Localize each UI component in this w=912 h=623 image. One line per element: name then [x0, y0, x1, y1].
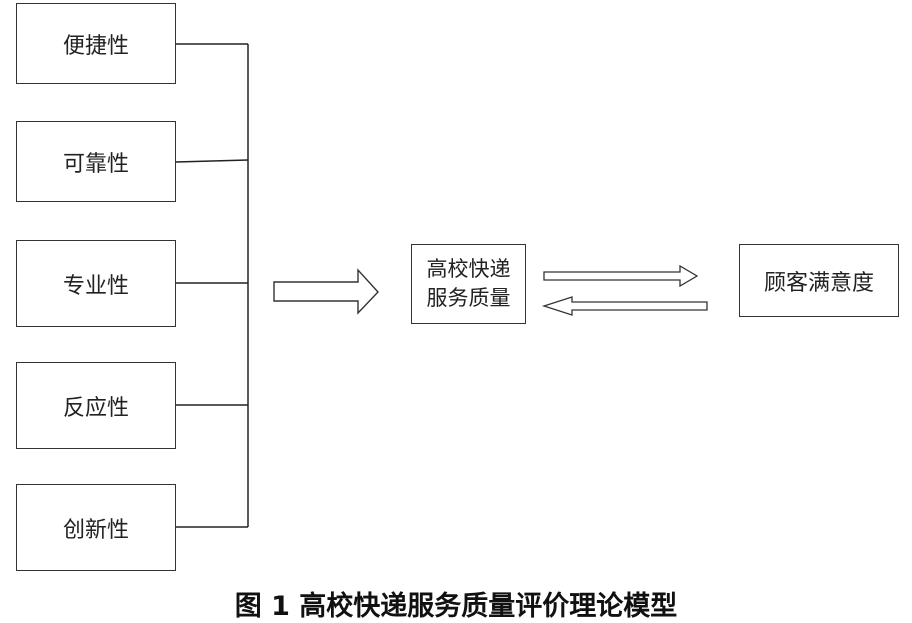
- figure-caption: 图 1 高校快递服务质量评价理论模型: [234, 591, 678, 622]
- dimension-box-professionalism: 专业性: [16, 240, 176, 327]
- branch-line-2: [175, 159, 249, 163]
- service-quality-box: 高校快递 服务质量: [411, 244, 526, 324]
- customer-satisfaction-label: 顾客满意度: [763, 270, 874, 296]
- dimension-box-responsiveness: 反应性: [16, 362, 176, 449]
- dimension-label: 可靠性: [62, 151, 129, 177]
- hollow-arrow-to-quality: [541, 296, 708, 316]
- dimension-label: 反应性: [62, 395, 129, 421]
- dimension-label: 专业性: [62, 273, 129, 299]
- dimension-box-reliability: 可靠性: [16, 121, 176, 202]
- hollow-arrow-to-outcome: [543, 264, 699, 288]
- customer-satisfaction-box: 顾客满意度: [739, 244, 899, 317]
- dimension-box-innovation: 创新性: [16, 484, 176, 571]
- service-quality-line-1: 高校快递: [426, 257, 511, 281]
- dimension-label: 创新性: [62, 517, 129, 543]
- service-quality-line-2: 服务质量: [426, 286, 511, 310]
- dimension-box-convenience: 便捷性: [16, 3, 176, 84]
- dimension-label: 便捷性: [62, 33, 129, 59]
- hollow-arrow-right: [273, 268, 379, 315]
